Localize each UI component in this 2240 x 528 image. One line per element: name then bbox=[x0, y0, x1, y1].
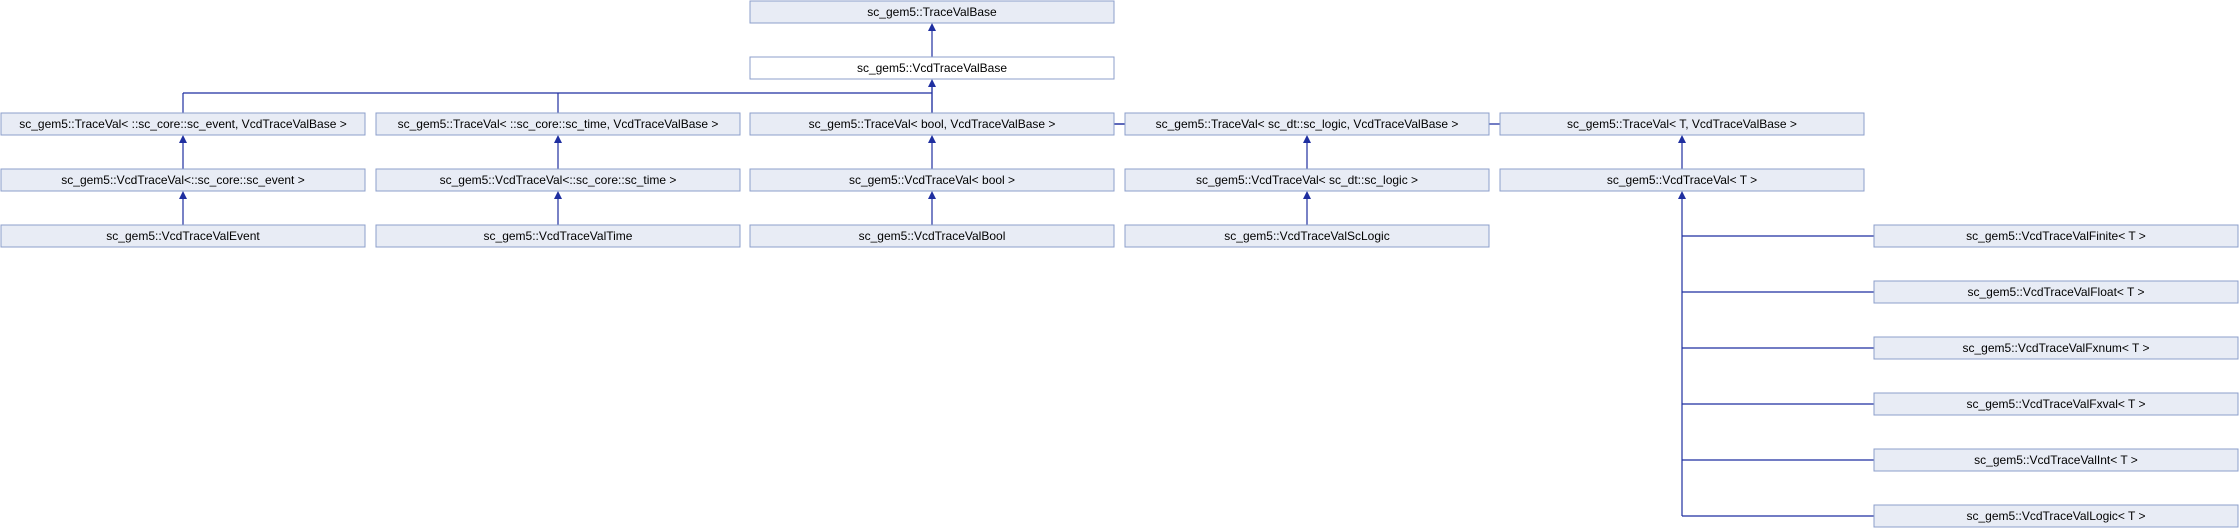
class-node-label: sc_gem5::VcdTraceValLogic< T > bbox=[1967, 509, 2146, 523]
class-node-box bbox=[1124, 224, 1490, 248]
class-node-tv-event[interactable]: sc_gem5::TraceVal< ::sc_core::sc_event, … bbox=[0, 112, 366, 136]
class-node-box bbox=[375, 168, 741, 192]
class-node-label: sc_gem5::VcdTraceValFxval< T > bbox=[1967, 397, 2146, 411]
class-node-vtv-event[interactable]: sc_gem5::VcdTraceVal<::sc_core::sc_event… bbox=[0, 168, 366, 192]
class-node-box bbox=[0, 112, 366, 136]
class-node-box bbox=[1499, 112, 1865, 136]
class-node-label: sc_gem5::VcdTraceValBase bbox=[857, 61, 1007, 75]
inheritance-arrow-tv-time bbox=[554, 135, 562, 143]
class-node-label: sc_gem5::TraceVal< T, VcdTraceValBase > bbox=[1567, 117, 1797, 131]
inheritance-arrow-vtv-logic bbox=[1303, 191, 1311, 199]
class-node-box bbox=[1124, 112, 1490, 136]
class-node-box bbox=[1873, 224, 2239, 248]
class-node-tv-logic[interactable]: sc_gem5::TraceVal< sc_dt::sc_logic, VcdT… bbox=[1124, 112, 1490, 136]
class-node-box bbox=[1499, 168, 1865, 192]
class-node-label: sc_gem5::VcdTraceValTime bbox=[484, 229, 633, 243]
class-node-trace-val-base[interactable]: sc_gem5::TraceValBase bbox=[749, 0, 1115, 24]
class-node-label: sc_gem5::VcdTraceValScLogic bbox=[1224, 229, 1389, 243]
class-node-box bbox=[1873, 336, 2239, 360]
class-node-label: sc_gem5::VcdTraceValInt< T > bbox=[1974, 453, 2138, 467]
class-node-box bbox=[749, 0, 1115, 24]
class-node-label: sc_gem5::VcdTraceValFinite< T > bbox=[1966, 229, 2146, 243]
class-node-label: sc_gem5::VcdTraceVal< bool > bbox=[849, 173, 1015, 187]
inheritance-arrow-trace-val-base bbox=[928, 23, 936, 31]
inheritance-arrow-vtv-event bbox=[179, 191, 187, 199]
class-node-box bbox=[749, 56, 1115, 80]
class-node-label: sc_gem5::VcdTraceVal< sc_dt::sc_logic > bbox=[1196, 173, 1418, 187]
inheritance-arrow-vtv-t bbox=[1678, 191, 1686, 199]
inheritance-arrow-tv-t bbox=[1678, 135, 1686, 143]
class-node-label: sc_gem5::VcdTraceValEvent bbox=[106, 229, 260, 243]
class-node-vtvlogic[interactable]: sc_gem5::VcdTraceValLogic< T > bbox=[1873, 504, 2239, 528]
class-node-vtv-logic[interactable]: sc_gem5::VcdTraceVal< sc_dt::sc_logic > bbox=[1124, 168, 1490, 192]
class-node-label: sc_gem5::VcdTraceVal<::sc_core::sc_event… bbox=[61, 173, 304, 187]
class-node-vtvevent[interactable]: sc_gem5::VcdTraceValEvent bbox=[0, 224, 366, 248]
class-node-box bbox=[1124, 168, 1490, 192]
class-node-label: sc_gem5::TraceVal< sc_dt::sc_logic, VcdT… bbox=[1156, 117, 1459, 131]
class-node-vtv-t[interactable]: sc_gem5::VcdTraceVal< T > bbox=[1499, 168, 1865, 192]
class-node-label: sc_gem5::TraceVal< bool, VcdTraceValBase… bbox=[809, 117, 1056, 131]
class-node-tv-t[interactable]: sc_gem5::TraceVal< T, VcdTraceValBase > bbox=[1499, 112, 1865, 136]
class-node-label: sc_gem5::TraceVal< ::sc_core::sc_event, … bbox=[19, 117, 347, 131]
class-node-vtvsc-logic[interactable]: sc_gem5::VcdTraceValScLogic bbox=[1124, 224, 1490, 248]
class-node-box bbox=[1873, 392, 2239, 416]
inheritance-arrow-tv-bool bbox=[928, 135, 936, 143]
class-node-tv-bool[interactable]: sc_gem5::TraceVal< bool, VcdTraceValBase… bbox=[749, 112, 1115, 136]
class-node-vtv-bool[interactable]: sc_gem5::VcdTraceVal< bool > bbox=[749, 168, 1115, 192]
class-node-vtv-time[interactable]: sc_gem5::VcdTraceVal<::sc_core::sc_time … bbox=[375, 168, 741, 192]
class-node-label: sc_gem5::TraceValBase bbox=[867, 5, 997, 19]
inheritance-edges bbox=[179, 23, 1874, 517]
inheritance-arrow-vtv-time bbox=[554, 191, 562, 199]
inheritance-arrow-tv-logic bbox=[1303, 135, 1311, 143]
class-node-box bbox=[375, 112, 741, 136]
class-node-label: sc_gem5::VcdTraceVal< T > bbox=[1607, 173, 1757, 187]
class-node-box bbox=[749, 224, 1115, 248]
inheritance-arrow-tv-event bbox=[179, 135, 187, 143]
class-node-vtvfxval[interactable]: sc_gem5::VcdTraceValFxval< T > bbox=[1873, 392, 2239, 416]
inheritance-arrow-vcd-trace-val-base bbox=[928, 79, 936, 87]
class-node-box bbox=[1873, 280, 2239, 304]
class-node-vtvbool[interactable]: sc_gem5::VcdTraceValBool bbox=[749, 224, 1115, 248]
class-node-box bbox=[0, 168, 366, 192]
class-node-label: sc_gem5::VcdTraceValBool bbox=[859, 229, 1006, 243]
class-node-vtvtime[interactable]: sc_gem5::VcdTraceValTime bbox=[375, 224, 741, 248]
class-node-label: sc_gem5::VcdTraceVal<::sc_core::sc_time … bbox=[440, 173, 677, 187]
class-node-vtvint[interactable]: sc_gem5::VcdTraceValInt< T > bbox=[1873, 448, 2239, 472]
class-node-vtvfloat[interactable]: sc_gem5::VcdTraceValFloat< T > bbox=[1873, 280, 2239, 304]
class-node-box bbox=[1873, 448, 2239, 472]
class-node-box bbox=[375, 224, 741, 248]
class-node-vtvfinite[interactable]: sc_gem5::VcdTraceValFinite< T > bbox=[1873, 224, 2239, 248]
class-node-box bbox=[1873, 504, 2239, 528]
class-node-box bbox=[749, 112, 1115, 136]
class-node-label: sc_gem5::TraceVal< ::sc_core::sc_time, V… bbox=[398, 117, 719, 131]
class-node-label: sc_gem5::VcdTraceValFloat< T > bbox=[1968, 285, 2145, 299]
class-node-box bbox=[749, 168, 1115, 192]
class-node-tv-time[interactable]: sc_gem5::TraceVal< ::sc_core::sc_time, V… bbox=[375, 112, 741, 136]
inheritance-arrow-vtv-bool bbox=[928, 191, 936, 199]
class-node-vcd-trace-val-base[interactable]: sc_gem5::VcdTraceValBase bbox=[749, 56, 1115, 80]
class-node-label: sc_gem5::VcdTraceValFxnum< T > bbox=[1963, 341, 2150, 355]
class-node-box bbox=[0, 224, 366, 248]
class-node-vtvfxnum[interactable]: sc_gem5::VcdTraceValFxnum< T > bbox=[1873, 336, 2239, 360]
